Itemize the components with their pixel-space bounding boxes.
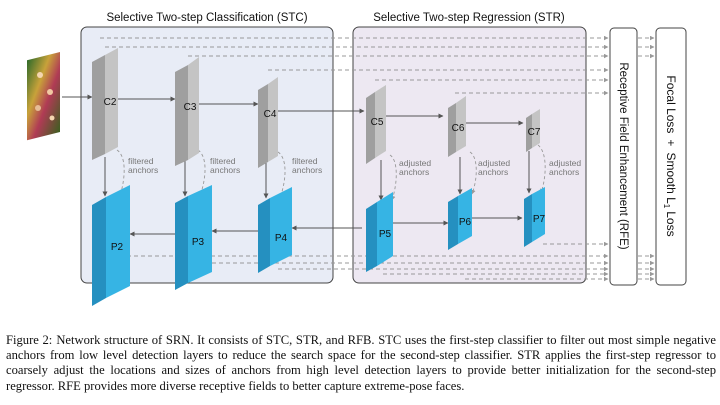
c-blocks <box>92 48 540 168</box>
loss-box <box>655 27 687 286</box>
str-title: Selective Two-step Regression (STR) <box>373 12 565 24</box>
block-p3 <box>175 185 212 290</box>
rfe-label: Receptive Field Enhancement (RFE) <box>617 62 629 249</box>
p-blocks <box>92 185 545 306</box>
label-p5: P5 <box>379 229 392 240</box>
label-p2: P2 <box>111 242 124 253</box>
stc-title: Selective Two-step Classification (STC) <box>106 12 307 24</box>
block-p6 <box>448 188 472 250</box>
block-p2 <box>92 185 130 306</box>
block-c4 <box>258 77 278 168</box>
label-c4: C4 <box>264 109 277 120</box>
skip-connections <box>100 35 655 282</box>
srn-architecture-diagram: Selective Two-step Classification (STC) … <box>27 12 687 306</box>
block-c2 <box>92 48 118 160</box>
label-p3: P3 <box>192 237 205 248</box>
block-c6 <box>448 96 466 157</box>
caption-number: Figure 2: <box>6 333 53 347</box>
label-c3: C3 <box>184 102 197 113</box>
block-c7 <box>526 109 540 152</box>
label-c2: C2 <box>104 97 117 108</box>
block-p4 <box>258 187 292 273</box>
block-p7 <box>524 187 545 247</box>
rfe-box <box>609 27 638 286</box>
input-image <box>27 52 60 141</box>
label-p6: P6 <box>459 217 472 228</box>
loss-label: Focal Loss+Smooth L1Loss <box>662 75 678 236</box>
label-p7: P7 <box>533 214 546 225</box>
block-p5 <box>366 192 393 272</box>
caption-text: Network structure of SRN. It consists of… <box>6 333 717 393</box>
forward-arrows <box>62 94 532 237</box>
label-c6: C6 <box>452 123 465 134</box>
figure-caption: Figure 2:Network structure of SRN. It co… <box>6 333 716 394</box>
label-p4: P4 <box>275 233 288 244</box>
block-c5 <box>366 85 386 164</box>
block-c3 <box>175 57 199 166</box>
anchor-refinement-arrows <box>116 144 546 201</box>
label-c5: C5 <box>371 117 384 128</box>
label-c7: C7 <box>528 127 541 138</box>
